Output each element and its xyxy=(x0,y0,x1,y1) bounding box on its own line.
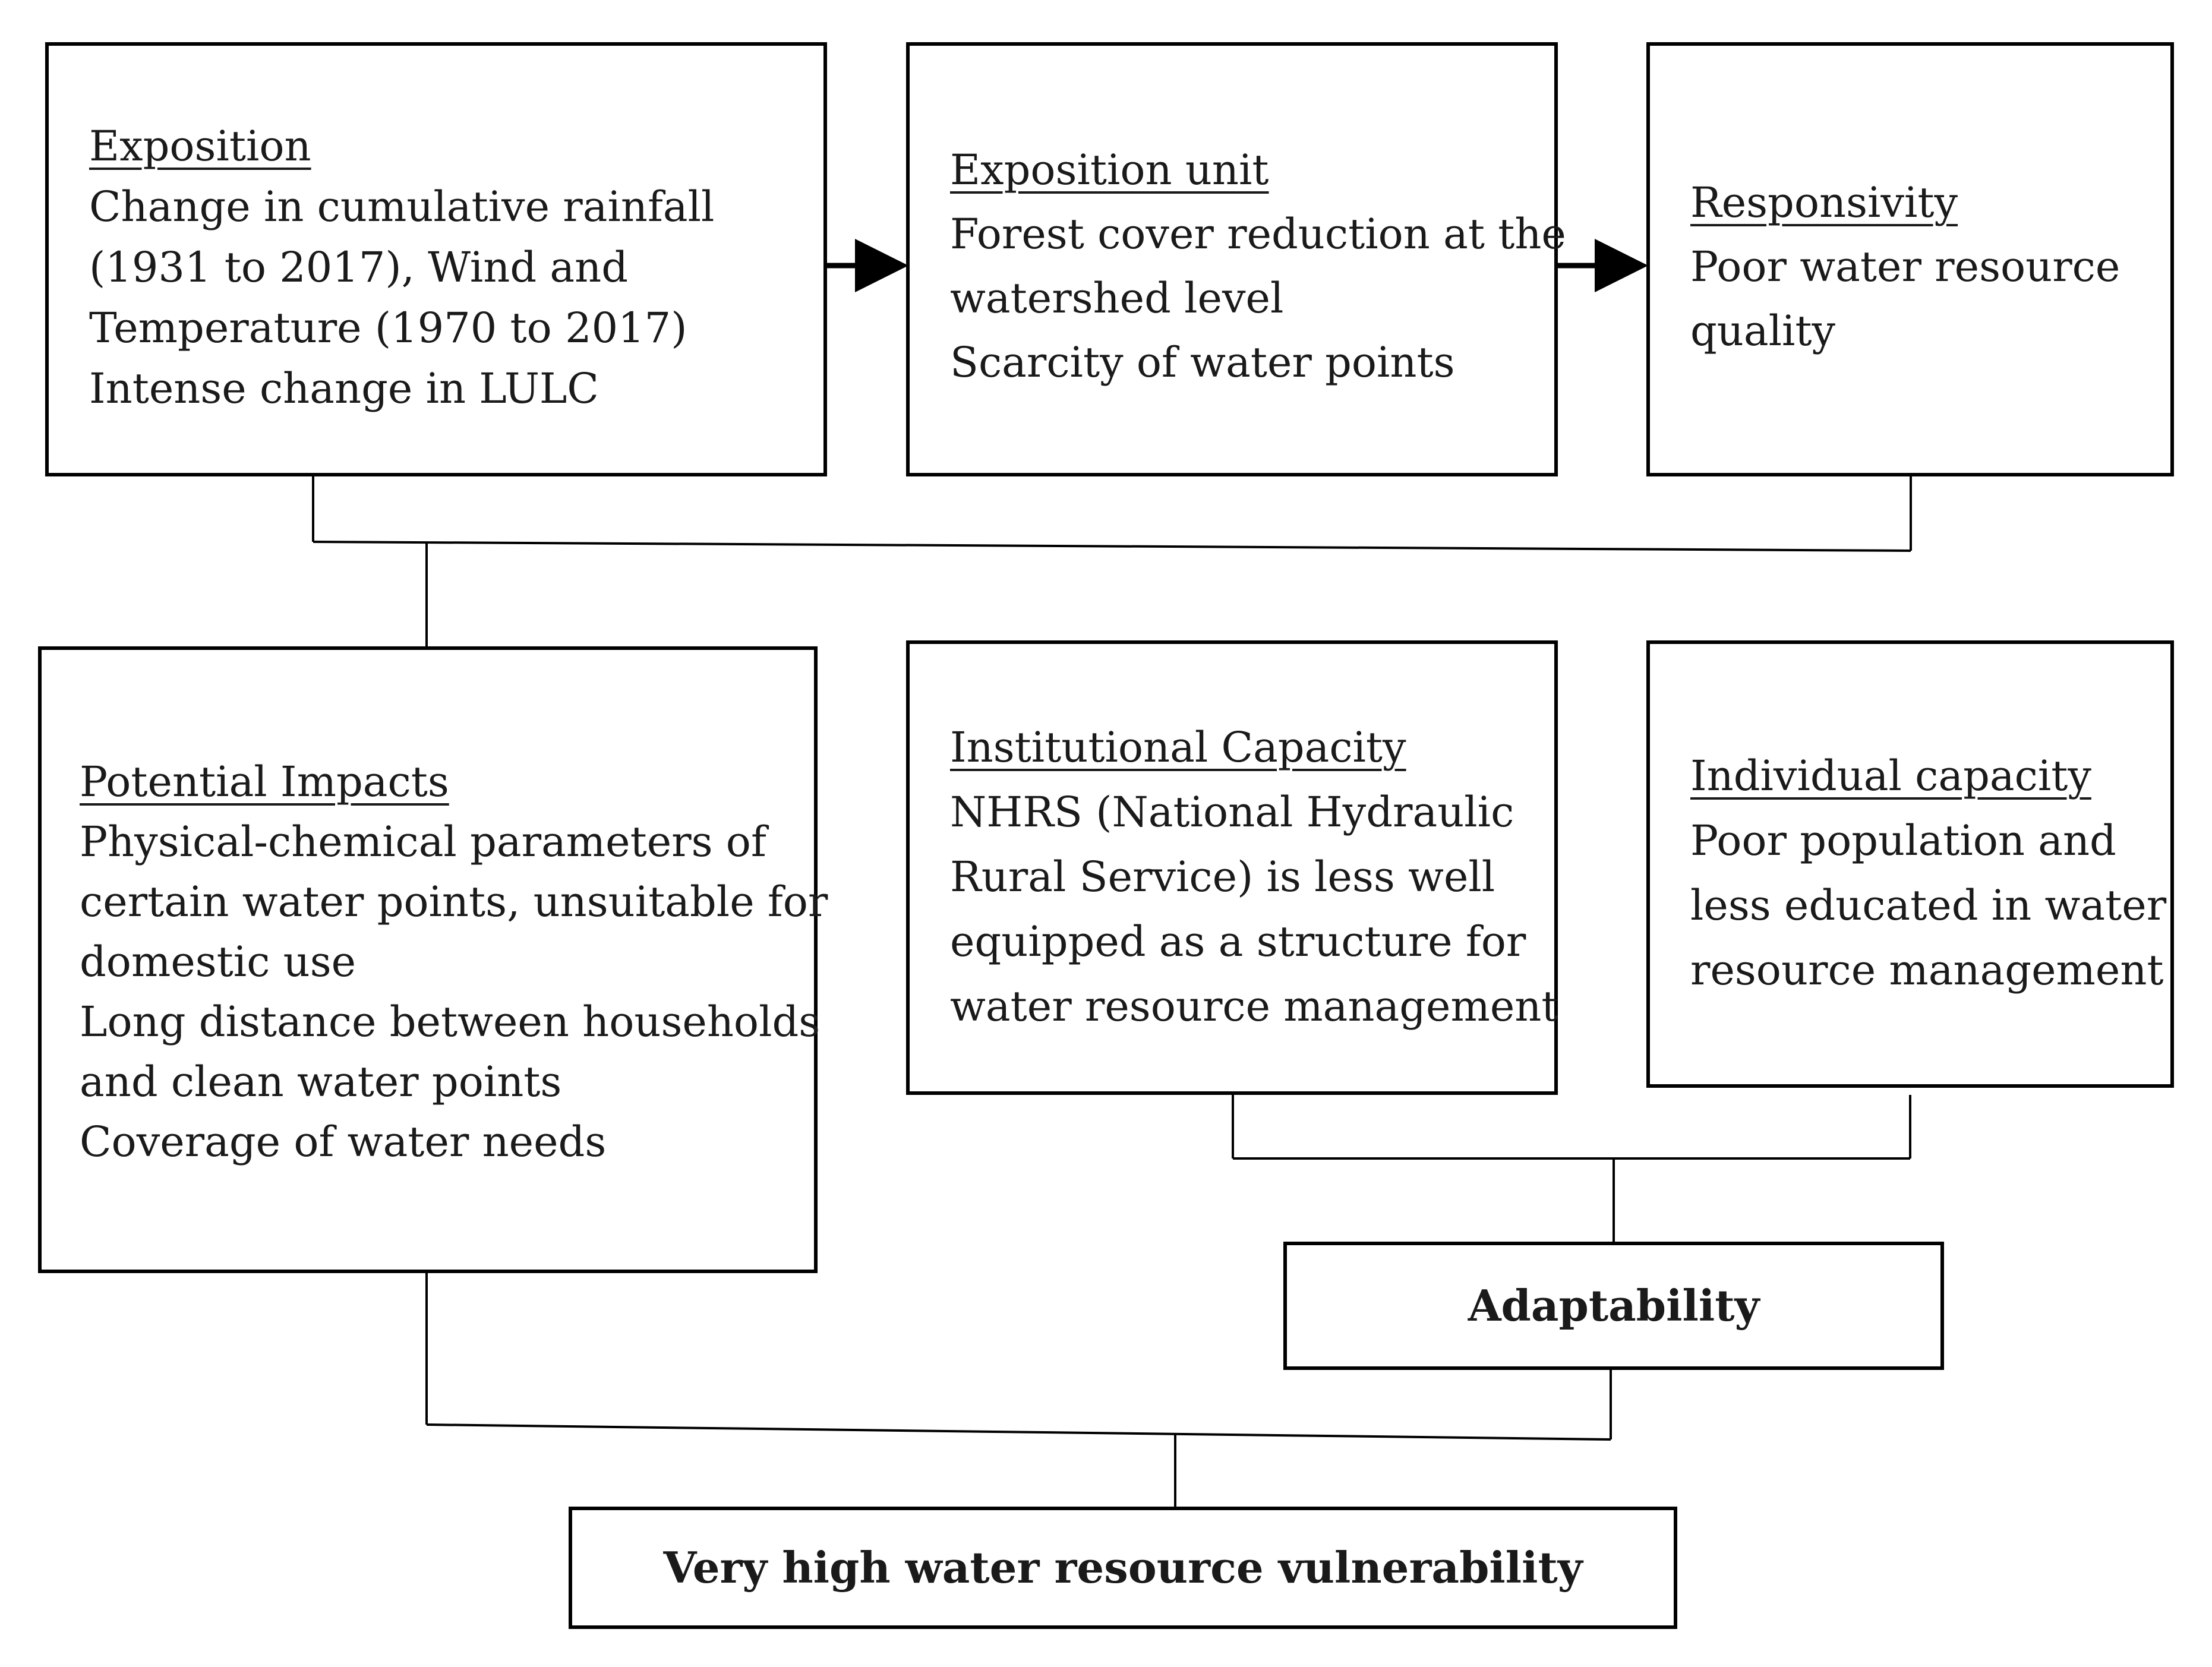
potential-impacts-line: certain water points, unsuitable for xyxy=(80,877,828,926)
responsivity-box: Responsivity Poor water resource quality xyxy=(1646,42,2174,476)
potential-impacts-box: Potential Impacts Physical-chemical para… xyxy=(38,646,828,1273)
adaptability-label: Adaptability xyxy=(1468,1280,1760,1331)
vulnerability-box: Very high water resource vulnerability xyxy=(569,1507,1677,1629)
institutional-capacity-line: water resource management xyxy=(950,982,1558,1031)
institutional-capacity-box: Institutional Capacity NHRS (National Hy… xyxy=(906,640,1558,1095)
institutional-capacity-heading: Institutional Capacity xyxy=(950,723,1406,772)
exposition-unit-heading: Exposition unit xyxy=(950,146,1269,194)
institutional-capacity-line: NHRS (National Hydraulic xyxy=(950,788,1514,836)
potential-impacts-line: Long distance between households xyxy=(80,997,821,1046)
individual-capacity-line: less educated in water xyxy=(1690,881,2167,930)
individual-capacity-box: Individual capacity Poor population and … xyxy=(1646,640,2174,1088)
potential-impacts-line: Physical-chemical parameters of xyxy=(80,817,766,866)
exposition-unit-line: watershed level xyxy=(950,274,1284,323)
potential-impacts-line: Coverage of water needs xyxy=(80,1117,607,1166)
exposition-line: Intense change in LULC xyxy=(89,364,599,413)
bracket-top-horizontal xyxy=(313,541,1911,552)
exposition-line: (1931 to 2017), Wind and xyxy=(89,243,629,292)
responsivity-heading: Responsivity xyxy=(1690,178,1958,227)
exposition-heading: Exposition xyxy=(89,122,311,171)
bracket-bottom-horizontal xyxy=(426,1423,1611,1441)
exposition-unit-line: Scarcity of water points xyxy=(950,338,1455,387)
exposition-unit-line: Forest cover reduction at the xyxy=(950,210,1566,258)
exposition-line: Temperature (1970 to 2017) xyxy=(89,304,687,352)
responsivity-line: quality xyxy=(1690,307,1836,355)
exposition-box: Exposition Change in cumulative rainfall… xyxy=(45,42,827,476)
potential-impacts-heading: Potential Impacts xyxy=(80,757,449,806)
potential-impacts-line: and clean water points xyxy=(80,1057,562,1106)
responsivity-line: Poor water resource xyxy=(1690,242,2121,291)
exposition-unit-box: Exposition unit Forest cover reduction a… xyxy=(906,42,1566,476)
potential-impacts-line: domestic use xyxy=(80,937,356,986)
institutional-capacity-line: equipped as a structure for xyxy=(950,917,1526,966)
individual-capacity-line: resource management xyxy=(1690,946,2164,994)
exposition-line: Change in cumulative rainfall xyxy=(89,182,715,231)
individual-capacity-heading: Individual capacity xyxy=(1690,752,2091,800)
adaptability-box: Adaptability xyxy=(1283,1242,1944,1370)
institutional-capacity-line: Rural Service) is less well xyxy=(950,853,1495,901)
individual-capacity-line: Poor population and xyxy=(1690,816,2116,865)
vulnerability-label: Very high water resource vulnerability xyxy=(663,1542,1583,1593)
